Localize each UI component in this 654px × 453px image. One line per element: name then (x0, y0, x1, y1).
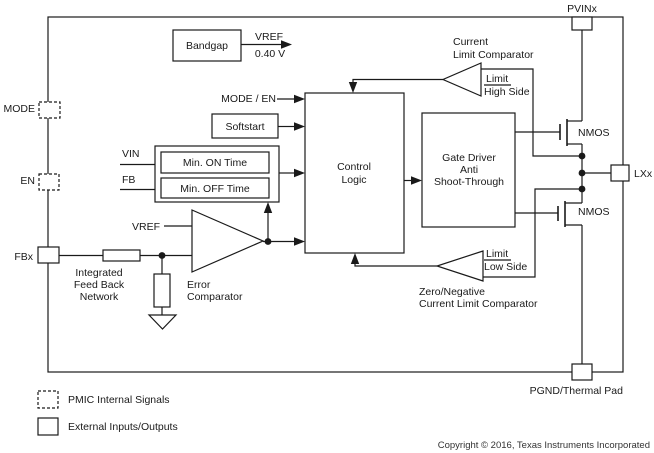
feedback-resistor-vertical (153, 273, 171, 308)
zero-negative-triangle (435, 250, 484, 282)
current-limit-triangle (441, 62, 482, 97)
low-side-nmos: NMOS (515, 201, 610, 364)
switch-node (578, 152, 611, 193)
limit-low-label-1: Limit (486, 248, 508, 260)
lxx-pad-label: LXx (634, 168, 653, 180)
mode-pad-label: MODE (4, 103, 36, 115)
error-comparator-triangle (191, 209, 265, 273)
control-logic-block: Control Logic (304, 92, 422, 254)
nmos-low-label: NMOS (578, 206, 610, 218)
pvinx-pad (571, 16, 593, 31)
legend-external-swatch (37, 417, 59, 436)
vin-label: VIN (122, 148, 140, 160)
pgnd-pad (571, 363, 593, 381)
pgnd-pad-label: PGND/Thermal Pad (530, 385, 624, 397)
min-off-time-label: Min. OFF Time (180, 183, 250, 195)
limit-high-label-1: Limit (486, 73, 508, 85)
error-comparator: VREF Error Comparator (132, 202, 305, 303)
softstart-label: Softstart (225, 121, 264, 133)
limit-high-label-2: High Side (484, 86, 530, 98)
zero-negative-comparator: Limit Low Side Zero/Negative Current Lim… (350, 188, 582, 310)
fb-label: FB (122, 174, 135, 186)
legend-internal-label: PMIC Internal Signals (68, 394, 170, 406)
ground-symbol-icon (147, 314, 178, 330)
pvinx-pad-label: PVINx (567, 3, 598, 15)
current-limit-label-2: Limit Comparator (453, 49, 534, 61)
feedback-resistor-horizontal (102, 249, 141, 262)
fbx-pad (37, 246, 60, 264)
gate-driver-block: Gate Driver Anti Shoot-Through (421, 112, 516, 228)
mode-en-signal: MODE / EN (221, 93, 305, 105)
limit-low-label-2: Low Side (484, 261, 527, 273)
en-pad-label: EN (20, 175, 35, 187)
mode-pad (38, 101, 61, 119)
error-output-dot (264, 238, 272, 245)
min-timing-block: Min. ON Time Min. OFF Time VIN FB (120, 145, 305, 203)
en-pad (38, 173, 60, 191)
feedback-label-2: Feed Back (74, 279, 125, 291)
feedback-node-dot (158, 252, 166, 259)
control-logic-label-2: Logic (341, 174, 366, 186)
min-on-time-label: Min. ON Time (183, 157, 247, 169)
legend-external-label: External Inputs/Outputs (68, 421, 178, 433)
bandgap-block: Bandgap VREF 0.40 V (172, 29, 292, 62)
copyright-text: Copyright © 2016, Texas Instruments Inco… (438, 440, 650, 451)
mode-en-label: MODE / EN (221, 93, 276, 105)
pads: MODE EN FBx PVINx LXx PGND/Thermal Pad (4, 3, 653, 397)
current-limit-label-1: Current (453, 36, 488, 48)
nmos-high-label: NMOS (578, 127, 610, 139)
lxx-pad (610, 164, 630, 182)
legend: PMIC Internal Signals External Inputs/Ou… (37, 390, 178, 436)
gate-driver-label-1: Gate Driver (442, 152, 496, 164)
switch-node-dot-1 (578, 152, 586, 160)
feedback-network: Integrated Feed Back Network (59, 249, 192, 330)
zero-negative-label-1: Zero/Negative (419, 286, 485, 298)
fbx-pad-label: FBx (14, 251, 33, 263)
switch-node-dot-3 (578, 185, 586, 193)
control-logic-label-1: Control (337, 161, 371, 173)
feedback-label-3: Network (80, 291, 119, 303)
legend-internal-swatch (37, 390, 59, 409)
gate-driver-label-3: Shoot-Through (434, 176, 504, 188)
vref-value-label: 0.40 V (255, 48, 285, 60)
softstart-block: Softstart (211, 113, 305, 139)
current-limit-comparator: Current Limit Comparator Limit High Side (348, 36, 582, 157)
gate-driver-label-2: Anti (460, 164, 478, 176)
zero-negative-label-2: Current Limit Comparator (419, 298, 538, 310)
feedback-label-1: Integrated (75, 267, 122, 279)
error-comparator-label-2: Comparator (187, 291, 243, 303)
error-comparator-label-1: Error (187, 279, 211, 291)
bandgap-label: Bandgap (186, 40, 228, 52)
switch-node-dot-2 (578, 169, 586, 177)
vref-input-label: VREF (132, 221, 160, 233)
vref-output-label: VREF (255, 31, 283, 43)
